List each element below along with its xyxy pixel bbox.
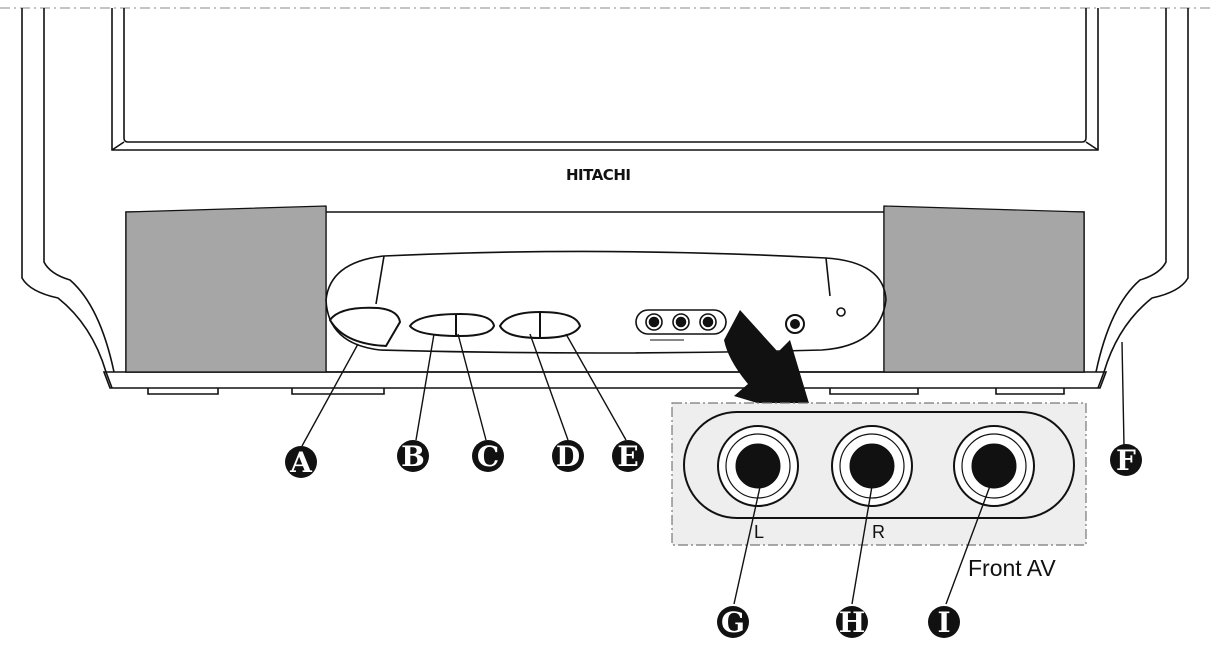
callout-h: H <box>836 606 868 639</box>
jack-label-l: L <box>754 522 764 542</box>
left-speaker-grille <box>125 205 327 373</box>
svg-text:H: H <box>839 606 865 639</box>
control-bay <box>325 250 887 354</box>
svg-text:C: C <box>477 440 499 473</box>
svg-text:F: F <box>1116 444 1136 477</box>
headphone-jack <box>785 314 805 334</box>
zoom-arrow <box>724 310 814 420</box>
callout-e: E <box>612 440 644 473</box>
callout-a: A <box>285 446 317 479</box>
svg-text:G: G <box>721 606 745 639</box>
power-button[interactable] <box>328 306 402 348</box>
svg-text:E: E <box>617 440 638 473</box>
svg-text:B: B <box>401 440 425 473</box>
program-rocker[interactable] <box>408 312 496 338</box>
leader-lines <box>301 333 1125 605</box>
standby-indicator <box>836 307 846 317</box>
jack-video <box>953 425 1035 507</box>
brand-logo: HITACHI <box>566 166 630 184</box>
callout-b: B <box>397 440 429 473</box>
callout-c: C <box>472 440 504 473</box>
right-speaker-grille <box>883 205 1085 373</box>
callout-g: G <box>717 606 749 639</box>
volume-rocker[interactable] <box>498 310 582 340</box>
svg-text:D: D <box>556 440 580 473</box>
callout-d: D <box>552 440 584 473</box>
svg-text:I: I <box>937 606 950 639</box>
mini-av-jacks <box>635 309 727 341</box>
jack-r <box>831 425 913 507</box>
front-av-jack-housing <box>683 411 1075 519</box>
callout-f: F <box>1110 444 1142 477</box>
jack-l <box>717 425 799 507</box>
front-av-title: Front AV <box>968 555 1056 581</box>
svg-text:A: A <box>289 446 313 479</box>
callout-i: I <box>928 606 960 639</box>
screen <box>111 8 1099 151</box>
jack-label-r: R <box>872 522 885 542</box>
